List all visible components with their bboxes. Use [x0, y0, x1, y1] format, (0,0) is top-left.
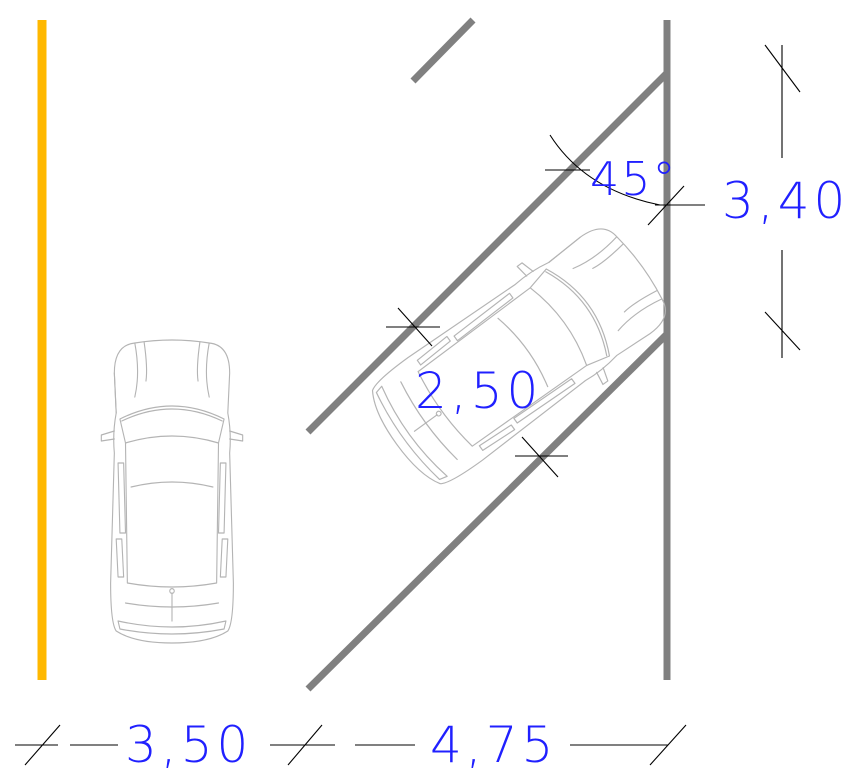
- dimension-lines: [15, 44, 801, 766]
- car-straight-icon: [100, 339, 244, 644]
- parking-stripes: [305, 17, 671, 692]
- stall-width-label: 2,50: [415, 362, 542, 420]
- stall-frontage-label: 3,40: [722, 172, 848, 230]
- stall-line-top-short: [410, 17, 476, 84]
- stall-line-upper: [305, 70, 670, 435]
- car-angled-icon: [353, 206, 686, 504]
- street-width-label: 3,50: [125, 716, 252, 769]
- stall-line-lower: [305, 331, 670, 692]
- angle-label: 45°: [590, 152, 678, 206]
- dimension-labels: 3,50 4,75 2,50 3,40 45°: [125, 152, 848, 769]
- stall-depth-label: 4,75: [430, 716, 557, 769]
